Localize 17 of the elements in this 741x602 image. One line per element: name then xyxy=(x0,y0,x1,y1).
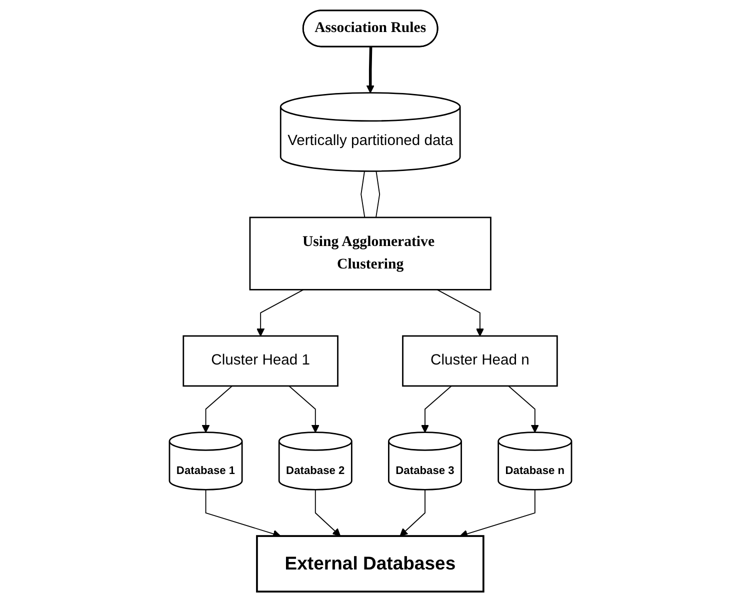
node-box: Cluster Head 1 xyxy=(182,335,338,387)
arrow xyxy=(366,46,374,94)
connector xyxy=(360,170,366,218)
arrow xyxy=(508,386,539,433)
arrow xyxy=(436,289,484,336)
arrow xyxy=(460,489,536,538)
arrow xyxy=(288,386,320,433)
connector xyxy=(376,170,380,218)
arrow xyxy=(420,386,452,433)
arrow xyxy=(314,489,341,536)
arrow xyxy=(256,289,304,336)
arrow xyxy=(202,386,233,433)
node-box: Cluster Head n xyxy=(402,335,558,387)
node-box: External Databases xyxy=(256,535,484,593)
arrow xyxy=(205,489,281,538)
arrow xyxy=(400,489,426,536)
node-box: Using Agglomerative Clustering xyxy=(249,216,492,290)
